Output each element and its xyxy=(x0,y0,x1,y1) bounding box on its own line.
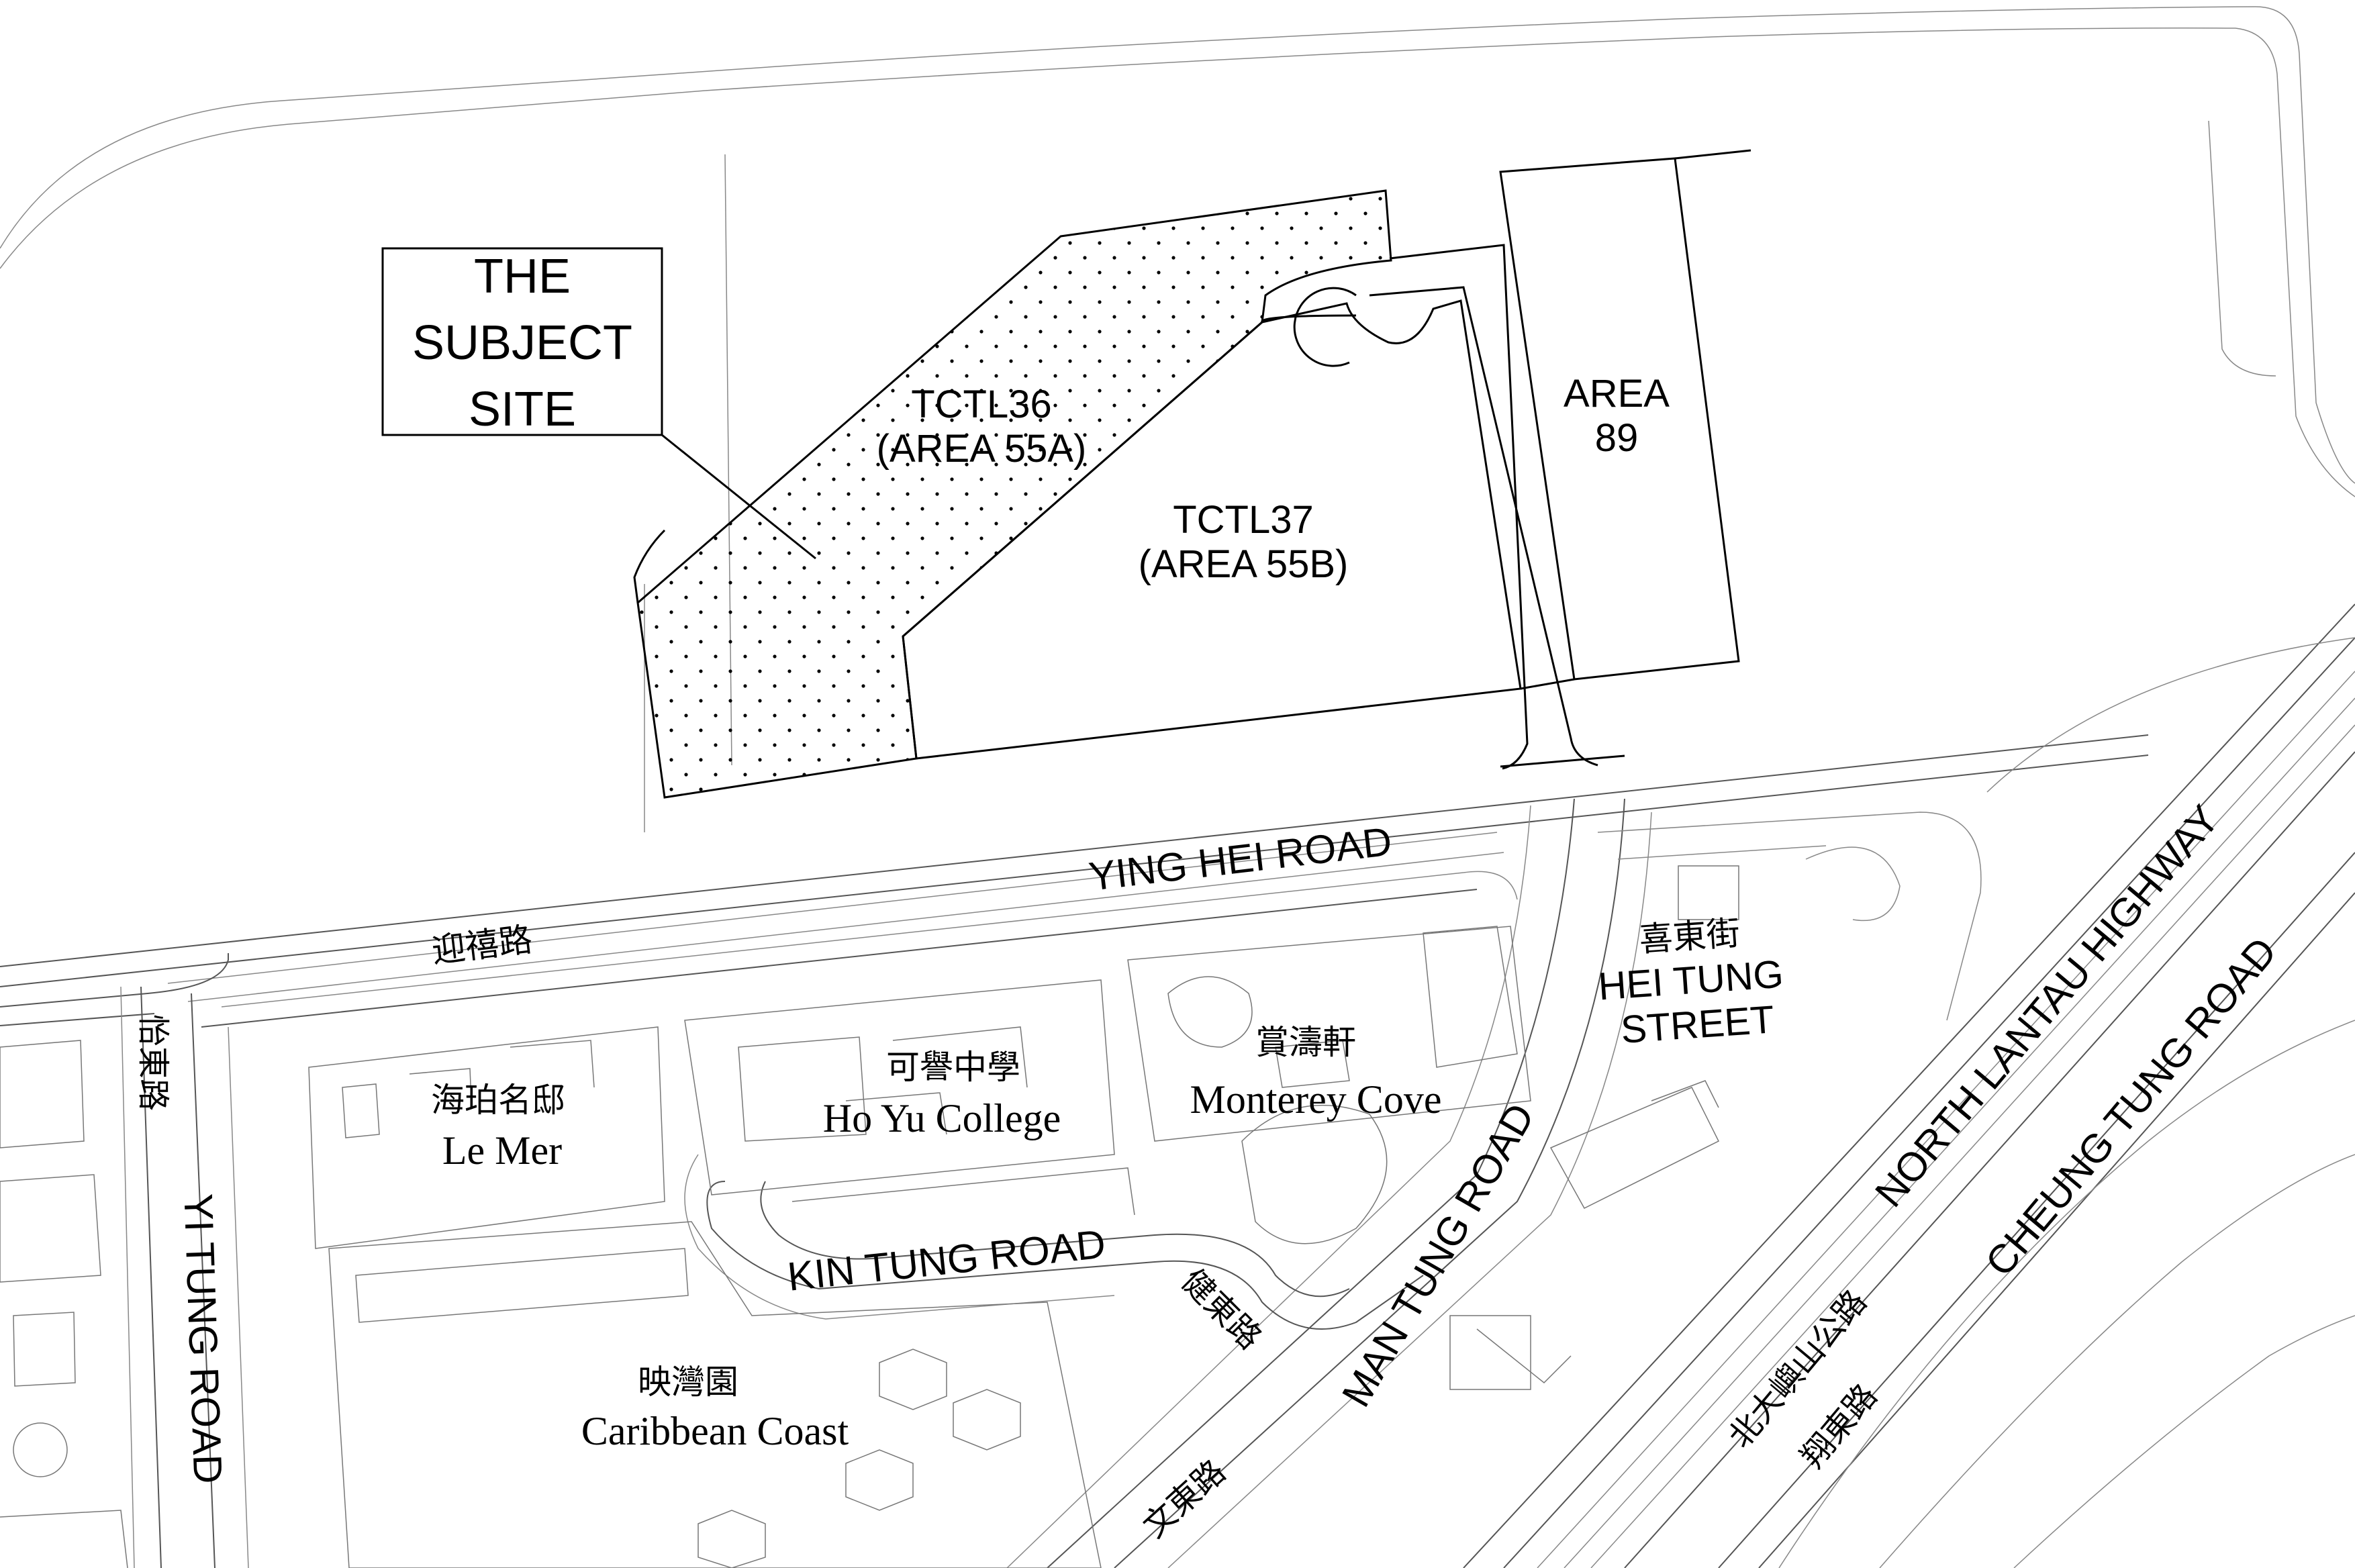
caribbean-coast-zh-label: 映灣園 xyxy=(638,1363,738,1402)
caribbean-coast-label: Caribbean Coast xyxy=(581,1409,849,1453)
tctl36-parcel xyxy=(636,189,1392,799)
monterey-cove-label: Monterey Cove xyxy=(1190,1077,1442,1122)
man-tung-road-zh-label: 文東路 xyxy=(1136,1453,1233,1545)
kin-tung-road-lines xyxy=(684,1154,1424,1330)
hei-tung-street-zh-label: 喜東街 xyxy=(1638,914,1741,959)
highway-lines xyxy=(1463,603,2355,1568)
cheung-tung-road-label: CHEUNG TUNG ROAD xyxy=(1976,929,2285,1285)
north-lantau-highway-label: NORTH LANTAU HIGHWAY xyxy=(1866,797,2227,1216)
tctl36-area-label: (AREA 55A) xyxy=(877,427,1087,471)
ying-hei-road-label: YING HEI ROAD xyxy=(1086,819,1394,899)
ho-yu-college-label: Ho Yu College xyxy=(823,1096,1061,1140)
hei-tung-street-area xyxy=(1449,812,1982,1390)
access-road xyxy=(1369,244,1598,770)
tctl36-label: TCTL36 xyxy=(911,383,1052,426)
ying-hei-road-zh-label: 迎禧路 xyxy=(430,920,534,970)
ho-yu-college-zh-label: 可譽中學 xyxy=(886,1048,1020,1087)
yi-tung-road-label: YI TUNG ROAD xyxy=(175,1193,230,1484)
kin-tung-road-zh-label: 健東路 xyxy=(1174,1262,1269,1357)
subject-site-box xyxy=(381,247,663,436)
subject-site-callout: THE SUBJECT SITE xyxy=(381,247,816,560)
hei-tung-street-label-2: STREET xyxy=(1619,997,1776,1052)
subject-site-line2: SUBJECT xyxy=(412,316,632,370)
yi-tung-road-lines xyxy=(120,986,249,1568)
area89-label-2: 89 xyxy=(1595,416,1639,460)
tctl37-area-label: (AREA 55B) xyxy=(1139,542,1349,586)
subject-site-line3: SITE xyxy=(469,383,576,436)
le-mer-label: Le Mer xyxy=(442,1128,562,1173)
subject-site-line1: THE xyxy=(474,250,571,303)
area89-label-1: AREA xyxy=(1564,372,1670,415)
site-labels: TCTL36 (AREA 55A) TCTL37 (AREA 55B) AREA… xyxy=(877,372,1670,586)
site-parcels xyxy=(633,149,1751,799)
tctl37-label: TCTL37 xyxy=(1173,498,1314,542)
le-mer-zh-label: 海珀名邸 xyxy=(431,1081,565,1120)
yi-tung-road-zh-label: 怡東路 xyxy=(134,1014,172,1111)
monterey-cove-zh-label: 賞濤軒 xyxy=(1255,1023,1356,1062)
cul-de-sac xyxy=(1261,287,1357,367)
estate-labels: 海珀名邸 Le Mer 可譽中學 Ho Yu College 賞濤軒 Monte… xyxy=(431,1023,1441,1453)
leader-line xyxy=(661,434,816,560)
estate-buildings xyxy=(0,926,1531,1568)
area89-parcel xyxy=(1499,157,1740,681)
cheung-tung-road-zh-label: 翔東路 xyxy=(1794,1377,1884,1475)
man-tung-road-lines xyxy=(1006,798,1652,1568)
man-tung-road-label: MAN TUNG ROAD xyxy=(1333,1096,1543,1414)
coastline xyxy=(0,6,2355,832)
ying-hei-road-lines xyxy=(0,734,2149,1028)
kin-tung-road-label: KIN TUNG ROAD xyxy=(785,1221,1108,1299)
